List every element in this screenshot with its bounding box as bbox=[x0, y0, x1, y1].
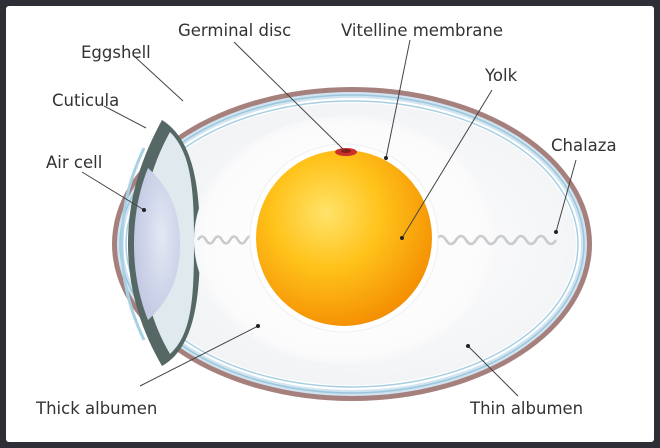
diagram-frame: Germinal disc Vitelline membrane Eggshel… bbox=[6, 6, 654, 442]
label-thin-albumen: Thin albumen bbox=[469, 399, 583, 418]
egg-diagram: Germinal disc Vitelline membrane Eggshel… bbox=[35, 21, 617, 418]
air-cell bbox=[134, 168, 180, 320]
chalaza-left bbox=[196, 235, 256, 245]
label-thick-albumen: Thick albumen bbox=[35, 399, 157, 418]
label-germinal-disc: Germinal disc bbox=[178, 21, 291, 40]
yolk bbox=[256, 150, 432, 326]
label-vitelline-membrane: Vitelline membrane bbox=[341, 21, 503, 40]
label-cuticula: Cuticula bbox=[52, 91, 119, 110]
label-eggshell: Eggshell bbox=[81, 43, 151, 62]
chalaza-right bbox=[434, 234, 558, 246]
label-chalaza: Chalaza bbox=[551, 136, 617, 155]
label-yolk: Yolk bbox=[484, 66, 518, 85]
label-air-cell: Air cell bbox=[46, 153, 102, 172]
